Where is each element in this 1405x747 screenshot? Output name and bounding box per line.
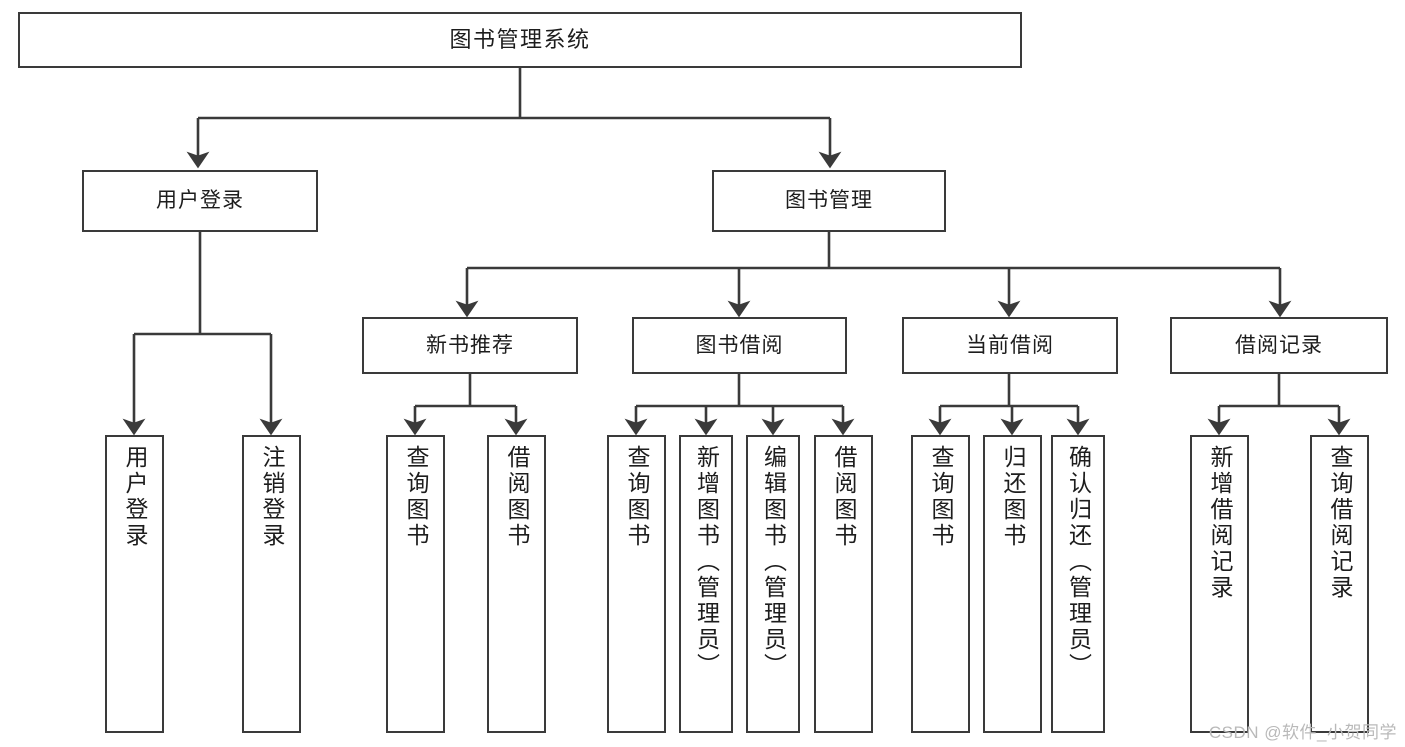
node-user-login[interactable]: 用户登录 [82, 170, 318, 232]
node-label: 查询图书 [928, 445, 954, 549]
leaf-borrow-book-recommend[interactable]: 借阅图书 [487, 435, 546, 733]
watermark: CSDN @软件_小贺同学 [1208, 723, 1397, 742]
leaf-confirm-return-admin[interactable]: 确认归还（管理员） [1051, 435, 1105, 733]
node-label: 用户登录 [122, 445, 148, 549]
leaf-add-borrow-record[interactable]: 新增借阅记录 [1190, 435, 1249, 733]
node-label: 编辑图书（管理员） [760, 445, 787, 679]
node-label: 借阅图书 [831, 445, 857, 549]
node-book-borrow[interactable]: 图书借阅 [632, 317, 847, 374]
node-label: 当前借阅 [966, 333, 1054, 357]
node-label: 新书推荐 [426, 333, 514, 357]
node-new-book-recommend[interactable]: 新书推荐 [362, 317, 578, 374]
node-label: 图书借阅 [695, 333, 784, 357]
leaf-borrow-book[interactable]: 借阅图书 [814, 435, 873, 733]
leaf-add-book-admin[interactable]: 新增图书（管理员） [679, 435, 733, 733]
node-label: 归还图书 [1000, 445, 1026, 549]
node-label: 新增图书（管理员） [693, 445, 720, 679]
node-label: 查询借阅记录 [1327, 445, 1353, 601]
leaf-edit-book-admin[interactable]: 编辑图书（管理员） [746, 435, 800, 733]
node-borrow-record[interactable]: 借阅记录 [1170, 317, 1388, 374]
leaf-query-book-current[interactable]: 查询图书 [911, 435, 970, 733]
node-label: 用户登录 [156, 189, 244, 213]
leaf-logout[interactable]: 注销登录 [242, 435, 301, 733]
node-label: 图书管理 [785, 189, 873, 213]
node-root[interactable]: 图书管理系统 [18, 12, 1022, 68]
node-current-borrow[interactable]: 当前借阅 [902, 317, 1118, 374]
node-label: 借阅图书 [504, 445, 530, 549]
node-book-management[interactable]: 图书管理 [712, 170, 946, 232]
leaf-query-book-recommend[interactable]: 查询图书 [386, 435, 445, 733]
node-label: 新增借阅记录 [1207, 445, 1233, 601]
node-label: 借阅记录 [1235, 333, 1323, 357]
leaf-return-book[interactable]: 归还图书 [983, 435, 1042, 733]
leaf-user-login[interactable]: 用户登录 [105, 435, 164, 733]
node-label: 确认归还（管理员） [1065, 445, 1092, 679]
node-label: 注销登录 [259, 445, 285, 549]
node-label: 图书管理系统 [449, 26, 591, 52]
leaf-query-borrow-record[interactable]: 查询借阅记录 [1310, 435, 1369, 733]
node-label: 查询图书 [403, 445, 429, 549]
node-label: 查询图书 [624, 445, 650, 549]
leaf-query-book[interactable]: 查询图书 [607, 435, 666, 733]
